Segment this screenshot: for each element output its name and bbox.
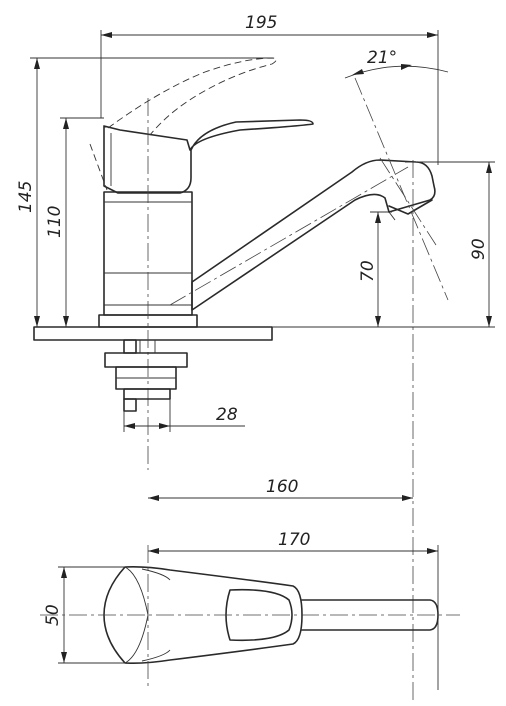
top-view: 160 170 50 [40,477,460,690]
dim-swivel-angle: 21° [344,48,449,79]
handle-plan [103,566,303,664]
dim-spout-reach: 160 [148,477,413,501]
spout [191,159,436,311]
dim-thread-diameter: 28 [123,399,245,432]
dim-label-110: 110 [45,206,65,238]
dim-label-145: 145 [16,181,36,213]
dim-label-160: 160 [266,477,298,497]
spout-plan [301,599,439,631]
dim-label-195: 195 [245,13,277,33]
lever-handle-raised [89,57,277,191]
lever-recess [225,588,293,642]
dim-top-view-length: 170 [148,530,439,690]
dim-spout-height: 90 [272,161,495,328]
dim-overall-length: 195 [100,13,439,165]
dim-label-28: 28 [216,405,238,425]
side-view [33,57,449,700]
dim-label-70: 70 [358,260,378,282]
base-plate [33,326,273,341]
dim-spout-outlet-height: 70 [358,211,392,327]
dim-overall-height: 145 [16,57,272,327]
side-view-dimensions: 195 145 110 21° [16,13,495,432]
dim-body-height: 110 [45,117,104,327]
dim-label-170: 170 [278,530,310,550]
lever-handle [103,119,314,194]
dim-label-21deg: 21° [367,48,397,68]
dim-label-90: 90 [469,238,489,260]
mounting-shank [104,339,188,412]
